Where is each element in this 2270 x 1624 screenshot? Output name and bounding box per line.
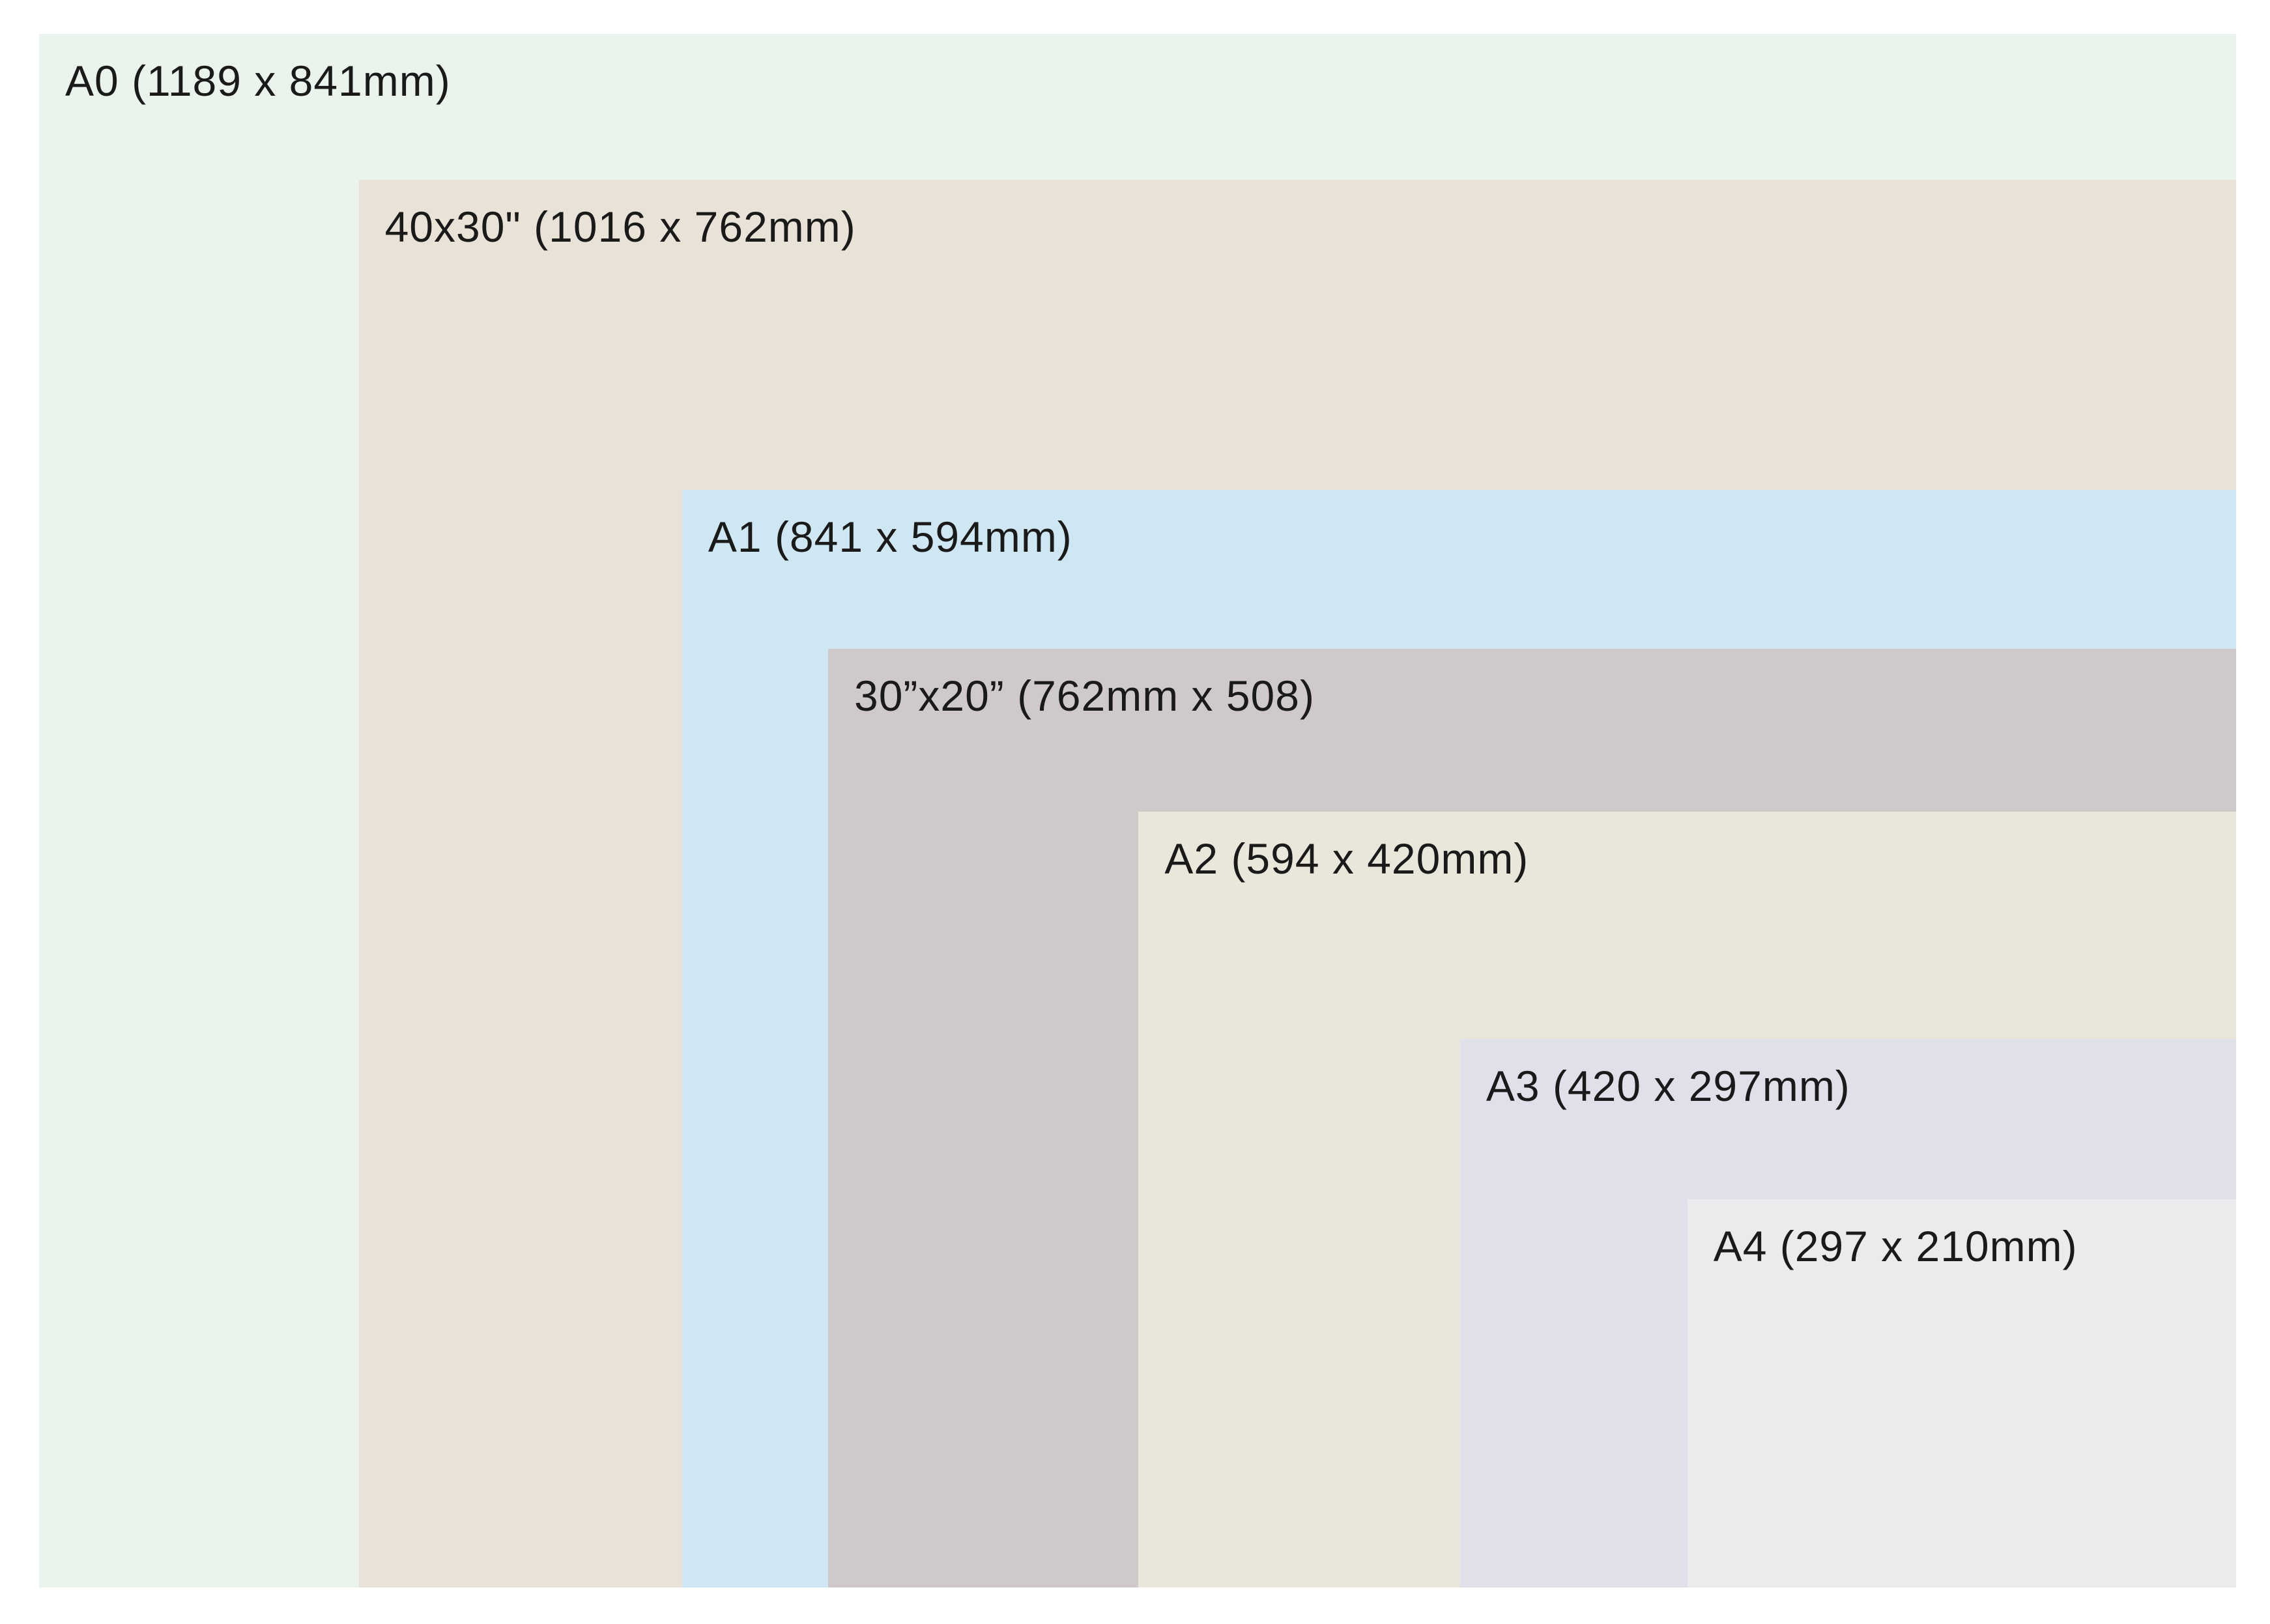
paper-label-a3: A3 (420 x 297mm) [1486, 1061, 1850, 1110]
paper-label-30x20: 30”x20” (762mm x 508) [854, 672, 1315, 720]
paper-label-a1: A1 (841 x 594mm) [708, 513, 1072, 562]
paper-label-40x30: 40x30" (1016 x 762mm) [384, 203, 856, 251]
paper-label-a4: A4 (297 x 210mm) [1713, 1222, 2078, 1271]
paper-label-a2: A2 (594 x 420mm) [1164, 834, 1529, 883]
paper-a4: A4 (297 x 210mm) [1687, 1199, 2236, 1588]
paper-label-a0: A0 (1189 x 841mm) [65, 56, 451, 105]
